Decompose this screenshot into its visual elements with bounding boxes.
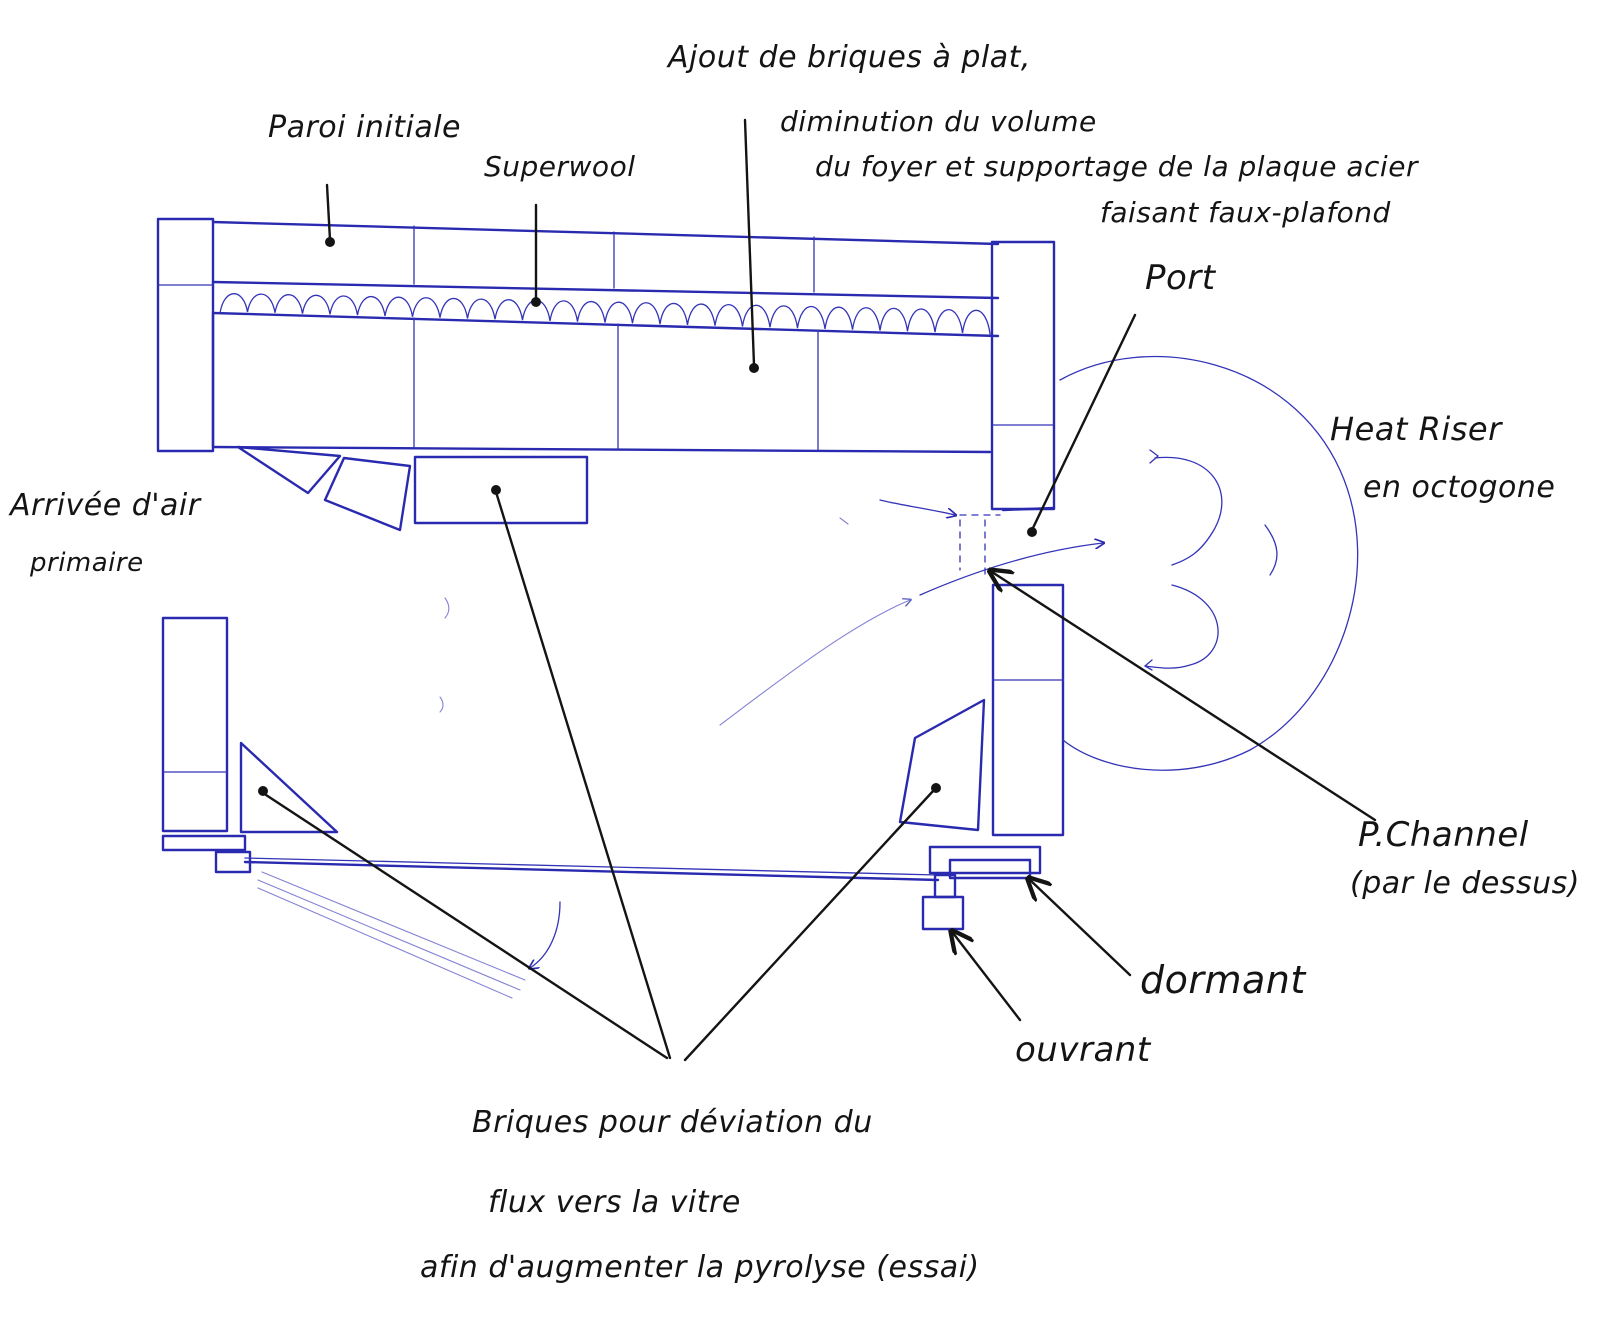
- label-dormant: dormant: [1140, 958, 1306, 1002]
- label-p-channel-line1: P.Channel: [1358, 815, 1529, 855]
- flow-arrows: [257, 499, 1103, 999]
- label-ajout-line4: faisant faux-plafond: [1100, 196, 1391, 229]
- label-ajout-line2: diminution du volume: [780, 105, 1097, 138]
- label-briques-line1: Briques pour déviation du: [472, 1105, 873, 1140]
- right-pillar: [990, 240, 1065, 837]
- left-lower-wall: [161, 616, 940, 882]
- label-paroi-initiale: Paroi initiale: [268, 110, 461, 145]
- label-ouvrant: ouvrant: [1015, 1030, 1151, 1070]
- heat-riser: [1059, 355, 1359, 771]
- added-flat-bricks: [211, 312, 992, 454]
- label-arrivee-air-line2: primaire: [30, 548, 144, 578]
- label-briques-line2: flux vers la vitre: [488, 1185, 741, 1220]
- label-ajout-line1: Ajout de briques à plat,: [668, 40, 1031, 75]
- label-p-channel-line2: (par le dessus): [1350, 866, 1580, 901]
- label-superwool: Superwool: [484, 150, 636, 183]
- top-wall: [156, 217, 1000, 453]
- label-arrivee-air-line1: Arrivée d'air: [10, 488, 201, 523]
- label-briques-line3: afin d'augmenter la pyrolyse (essai): [420, 1250, 980, 1285]
- right-lower-parts: [898, 698, 1042, 931]
- deflection-bricks-top: [236, 445, 589, 532]
- label-port: Port: [1145, 258, 1216, 298]
- label-ajout-line3: du foyer et supportage de la plaque acie…: [815, 150, 1418, 183]
- superwool-insulation: [219, 293, 991, 335]
- leader-lines: [258, 118, 1377, 1062]
- label-heat-riser-line1: Heat Riser: [1330, 410, 1502, 448]
- label-heat-riser-line2: en octogone: [1363, 470, 1556, 505]
- port-opening: [959, 506, 1056, 581]
